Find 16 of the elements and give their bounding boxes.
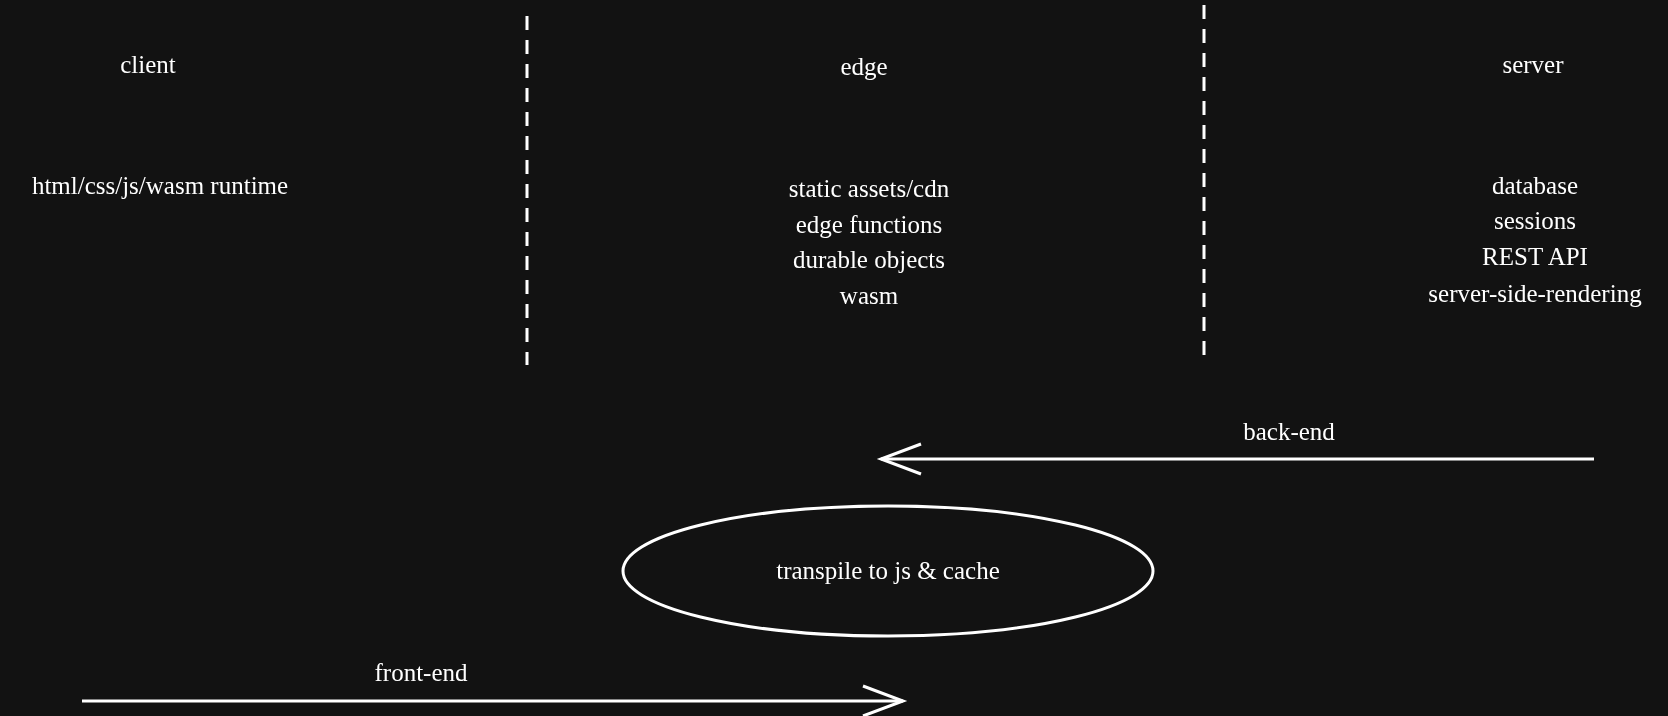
- list-item: static assets/cdn: [788, 175, 950, 201]
- column-heading: server: [1502, 51, 1564, 77]
- list-item: sessions: [1494, 207, 1576, 233]
- arrow-label: back-end: [1243, 418, 1335, 444]
- list-item: html/css/js/wasm runtime: [31, 172, 289, 198]
- process-ellipse: [620, 503, 1156, 639]
- column-heading: edge: [840, 53, 888, 79]
- column-heading: client: [120, 51, 176, 77]
- list-item: durable objects: [793, 246, 945, 272]
- list-item: edge functions: [795, 211, 943, 237]
- list-item: server-side-rendering: [1428, 280, 1642, 306]
- node-label: transpile to js & cache: [776, 557, 1000, 585]
- list-item: database: [1491, 172, 1579, 198]
- list-item: REST API: [1482, 243, 1588, 269]
- arrow-label: front-end: [374, 659, 468, 685]
- list-item: wasm: [839, 282, 899, 308]
